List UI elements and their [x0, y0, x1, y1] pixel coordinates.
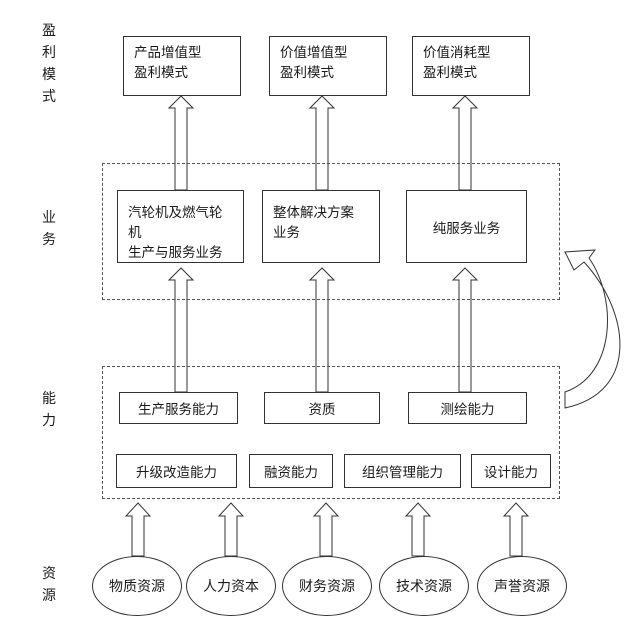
business-region — [102, 163, 560, 300]
capability-organization-management: 组织管理能力 — [344, 454, 461, 488]
capability-financing: 融资能力 — [249, 454, 333, 488]
capability-qualification: 资质 — [264, 392, 380, 424]
resource-financial: 财务资源 — [282, 556, 372, 616]
business-total-solution: 整体解决方案业务 — [262, 190, 380, 263]
capability-upgrade-renovation: 升级改造能力 — [116, 454, 237, 488]
capability-design: 设计能力 — [471, 454, 551, 488]
resource-human-capital: 人力资本 — [186, 556, 276, 616]
arrow-up-icon — [124, 502, 152, 557]
resource-technology: 技术资源 — [379, 556, 469, 616]
capability-surveying: 测绘能力 — [408, 392, 527, 424]
row-label-profit-model: 盈 利 模 式 — [42, 23, 56, 105]
row-label-capability: 能 力 — [42, 391, 56, 429]
arrow-up-icon — [308, 95, 336, 191]
arrow-up-icon — [404, 502, 432, 557]
curved-arrow-icon — [564, 249, 621, 409]
profit-model-product-value-added: 产品增值型盈利模式 — [123, 36, 241, 96]
arrow-up-icon — [451, 95, 479, 191]
capability-production-service: 生产服务能力 — [119, 392, 238, 424]
row-label-resource: 资 源 — [42, 566, 56, 604]
profit-model-value-added: 价值增值型盈利模式 — [269, 36, 387, 96]
resource-material: 物质资源 — [92, 556, 182, 616]
business-pure-service: 纯服务业务 — [406, 190, 527, 263]
arrow-up-icon — [312, 502, 340, 557]
row-label-business: 业 务 — [42, 210, 56, 248]
arrow-up-icon — [167, 95, 195, 191]
arrow-up-icon — [217, 502, 245, 557]
resource-reputation: 声誉资源 — [477, 556, 567, 616]
business-turbine-production-service: 汽轮机及燃气轮机生产与服务业务 — [117, 190, 244, 263]
arrow-up-icon — [502, 502, 530, 557]
capability-region — [102, 366, 560, 499]
profit-model-value-consumption: 价值消耗型盈利模式 — [412, 36, 530, 96]
